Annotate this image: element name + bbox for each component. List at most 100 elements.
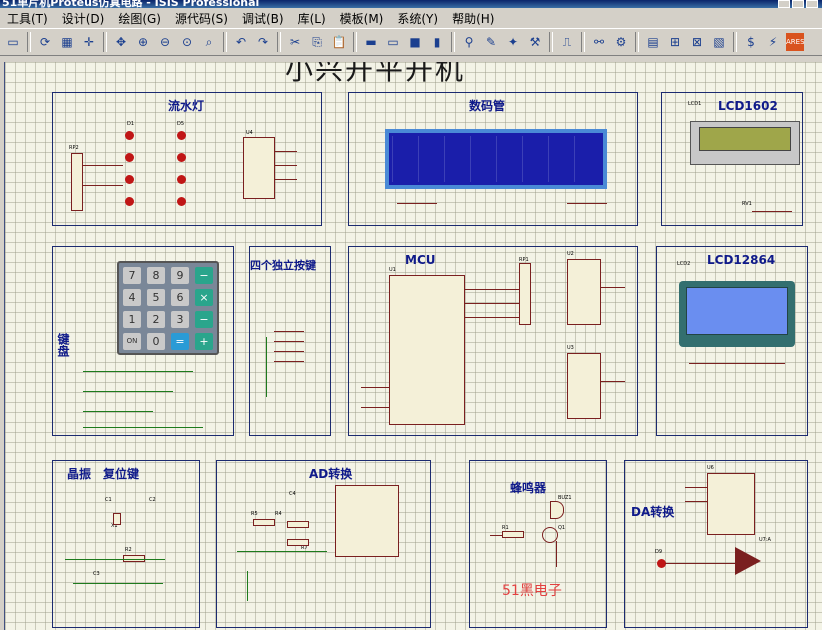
paste-icon[interactable]: 📋: [331, 35, 347, 49]
dac-block[interactable]: DA转换 U6 U7:A D9: [624, 460, 808, 628]
button-k3[interactable]: [274, 351, 304, 352]
pick-device-icon[interactable]: ⚲: [464, 35, 474, 49]
search-icon[interactable]: ⚯: [593, 35, 605, 49]
packaging-icon[interactable]: ✦: [507, 35, 519, 49]
lcd1602-block[interactable]: LCD1 LCD1602 RV1: [661, 92, 803, 226]
refresh-icon[interactable]: ⟳: [39, 35, 51, 49]
make-device-icon[interactable]: ✎: [485, 35, 497, 49]
led-d7[interactable]: [177, 175, 186, 184]
resistor-r1[interactable]: [502, 531, 524, 538]
seg-block[interactable]: 数码管: [348, 92, 638, 226]
menu-debug[interactable]: 调试(B): [241, 11, 284, 26]
lcd12864-display[interactable]: [679, 281, 795, 347]
key-1[interactable]: 1: [123, 311, 141, 328]
menu-graph[interactable]: 绘图(G): [118, 11, 161, 26]
led-d8[interactable]: [177, 197, 186, 206]
button-k2[interactable]: [274, 341, 304, 342]
menu-library[interactable]: 库(L): [297, 11, 326, 26]
menu-template[interactable]: 模板(M): [339, 11, 384, 26]
menu-help[interactable]: 帮助(H): [452, 11, 495, 26]
menu-system[interactable]: 系统(Y): [397, 11, 439, 26]
lcd1602-display[interactable]: [690, 121, 800, 165]
keypad-matrix[interactable]: 7 8 9 − 4 5 6 × 1 2 3 − ON 0 = +: [117, 261, 219, 355]
key-plus[interactable]: +: [195, 333, 213, 350]
zoom-area-icon[interactable]: ⌕: [205, 35, 213, 49]
key-on[interactable]: ON: [123, 333, 141, 350]
grid-icon[interactable]: ▦: [61, 35, 73, 49]
led-d9[interactable]: [657, 559, 666, 568]
led-d2[interactable]: [125, 153, 134, 162]
key-3[interactable]: 3: [171, 311, 189, 328]
transistor-q1[interactable]: [542, 527, 558, 543]
resistor-r4[interactable]: [287, 521, 309, 528]
zoom-out-icon[interactable]: ⊖: [159, 35, 171, 49]
pan-icon[interactable]: ✥: [115, 35, 127, 49]
open-icon[interactable]: ▭: [7, 35, 19, 49]
button-k1[interactable]: [274, 331, 304, 332]
close-button[interactable]: [806, 0, 818, 8]
led-d5[interactable]: [177, 131, 186, 140]
keypad-block[interactable]: 键盘 7 8 9 − 4 5 6 × 1 2 3 − ON 0 = +: [52, 246, 234, 436]
key-9[interactable]: 9: [171, 267, 189, 284]
adc-chip[interactable]: [335, 485, 399, 557]
key-minus-2[interactable]: −: [195, 311, 213, 328]
new-sheet-icon[interactable]: ⊞: [669, 35, 681, 49]
netlist-icon[interactable]: ▧: [713, 35, 725, 49]
u2-chip[interactable]: [567, 259, 601, 325]
cut-icon[interactable]: ✂: [289, 35, 301, 49]
lcd12864-block[interactable]: LCD2 LCD12864: [656, 246, 808, 436]
design-explorer-icon[interactable]: ▤: [647, 35, 659, 49]
zoom-in-icon[interactable]: ⊕: [137, 35, 149, 49]
menu-design[interactable]: 设计(D): [61, 11, 105, 26]
key-4[interactable]: 4: [123, 289, 141, 306]
crystal-block[interactable]: 晶振 复位键 C1 C2 X1 R2 C3: [52, 460, 200, 628]
u1-mcu-chip[interactable]: [389, 275, 465, 425]
resistor-r2[interactable]: [123, 555, 145, 562]
rp2-resistor-pack[interactable]: [71, 153, 83, 211]
button-k4[interactable]: [274, 361, 304, 362]
key-5[interactable]: 5: [147, 289, 165, 306]
led-d3[interactable]: [125, 175, 134, 184]
minimize-button[interactable]: [778, 0, 790, 8]
key-2[interactable]: 2: [147, 311, 165, 328]
key-equals[interactable]: =: [171, 333, 189, 350]
bom-icon[interactable]: $: [747, 35, 755, 49]
led-d6[interactable]: [177, 153, 186, 162]
crystal-x1[interactable]: [113, 513, 121, 525]
block-delete-icon[interactable]: ▮: [433, 35, 441, 49]
menu-tools[interactable]: 工具(T): [7, 11, 48, 26]
resistor-r5[interactable]: [253, 519, 275, 526]
u4-chip[interactable]: [243, 137, 275, 199]
copy-icon[interactable]: ⎘: [312, 35, 322, 49]
key-7[interactable]: 7: [123, 267, 141, 284]
key-6[interactable]: 6: [171, 289, 189, 306]
erc-icon[interactable]: ⚡: [768, 35, 778, 49]
key-0[interactable]: 0: [147, 333, 165, 350]
maximize-button[interactable]: [792, 0, 804, 8]
property-tool-icon[interactable]: ⚙: [615, 35, 627, 49]
key-minus[interactable]: −: [195, 267, 213, 284]
undo-icon[interactable]: ↶: [235, 35, 247, 49]
key-8[interactable]: 8: [147, 267, 165, 284]
led-block[interactable]: 流水灯 RP2 D1 D5 U4: [52, 92, 322, 226]
ares-icon[interactable]: ARES: [786, 33, 805, 51]
decompose-icon[interactable]: ⚒: [529, 35, 541, 49]
wire-autorouter-icon[interactable]: ⎍: [562, 35, 572, 49]
origin-icon[interactable]: ✛: [83, 35, 95, 49]
remove-sheet-icon[interactable]: ⊠: [691, 35, 703, 49]
menu-source[interactable]: 源代码(S): [174, 11, 228, 26]
block-copy-icon[interactable]: ▬: [365, 35, 377, 49]
key-multiply[interactable]: ×: [195, 289, 213, 306]
mcu-block[interactable]: MCU U1 RP1 U2 U3: [348, 246, 638, 436]
seven-segment-display[interactable]: [385, 129, 607, 189]
led-d1[interactable]: [125, 131, 134, 140]
u3-chip[interactable]: [567, 353, 601, 419]
keys4-block[interactable]: 四个独立按键: [249, 246, 331, 436]
block-move-icon[interactable]: ▭: [387, 35, 399, 49]
redo-icon[interactable]: ↷: [257, 35, 269, 49]
dac-chip-u6[interactable]: [707, 473, 755, 535]
buzzer-buz1[interactable]: [550, 501, 564, 519]
buzzer-block[interactable]: 蜂鸣器 BUZ1 R1 Q1: [469, 460, 607, 628]
rp1-resistor-pack[interactable]: [519, 263, 531, 325]
resistor-r7[interactable]: [287, 539, 309, 546]
